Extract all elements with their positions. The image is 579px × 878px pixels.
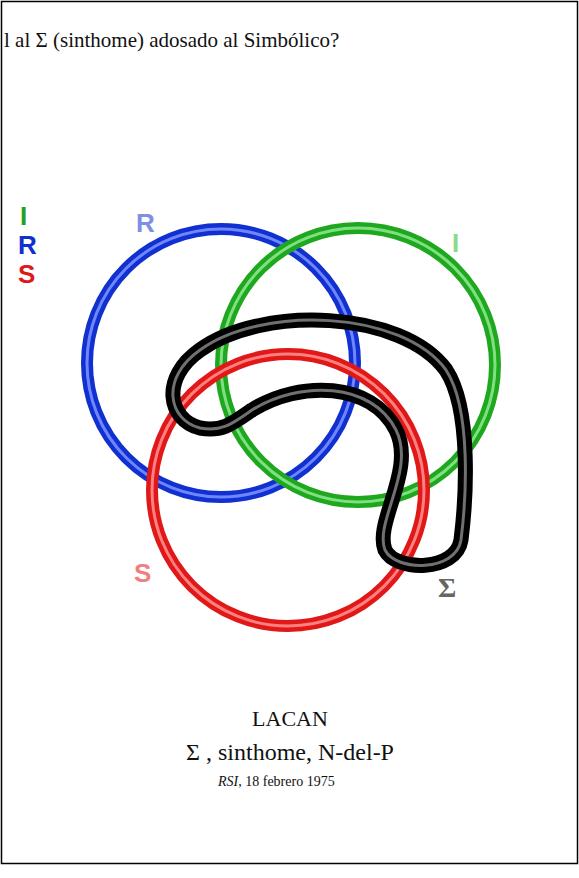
- ring-label: I: [452, 230, 459, 256]
- page-frame: [2, 2, 578, 864]
- sinthome-loop: [173, 320, 465, 565]
- ring-label: Σ: [438, 574, 456, 602]
- ring-label: S: [134, 560, 151, 586]
- legend-letter: S: [18, 261, 35, 287]
- legend-letter: I: [20, 203, 27, 229]
- source-reference: RSI, 18 febrero 1975: [218, 775, 335, 789]
- author-name: LACAN: [252, 708, 328, 730]
- ring-label: R: [136, 210, 155, 236]
- green-ring: [221, 228, 495, 502]
- slide-heading: l al Σ (sinthome) adosado al Simbólico?: [4, 30, 339, 51]
- legend-letter: R: [18, 232, 37, 258]
- concept-line: Σ , sinthome, N-del-P: [186, 740, 394, 764]
